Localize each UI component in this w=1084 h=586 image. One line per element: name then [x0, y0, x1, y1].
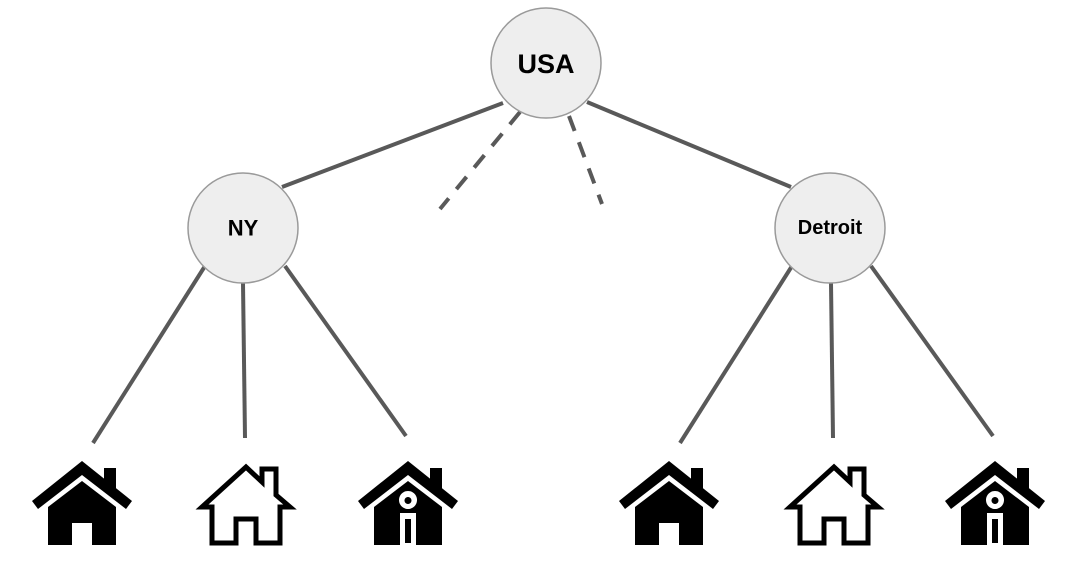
edge-usa-ny	[281, 101, 504, 189]
detroit-outline-house-icon	[790, 467, 878, 543]
node-usa: USA	[490, 7, 602, 119]
node-detroit-label: Detroit	[798, 217, 863, 239]
edge-omitted-left	[438, 110, 522, 211]
detroit-solid-house-icon	[619, 461, 719, 545]
edge-usa-detroit	[586, 100, 792, 189]
node-detroit: Detroit	[774, 172, 886, 284]
node-ny-label: NY	[228, 216, 259, 241]
ny-outline-house-icon	[202, 467, 290, 543]
edge-detroit-house-1	[678, 264, 794, 445]
node-ny: NY	[187, 172, 299, 284]
edge-detroit-house-3	[869, 264, 995, 438]
detroit-house-with-person-icon	[945, 461, 1045, 545]
node-usa-label: USA	[517, 49, 574, 79]
edge-detroit-house-2	[829, 282, 835, 439]
ny-house-with-person-icon	[358, 461, 458, 545]
edge-ny-house-2	[241, 282, 247, 439]
edge-ny-house-3	[283, 264, 408, 438]
ny-solid-house-icon	[32, 461, 132, 545]
edge-ny-house-1	[91, 264, 207, 445]
edge-omitted-right	[567, 115, 604, 205]
